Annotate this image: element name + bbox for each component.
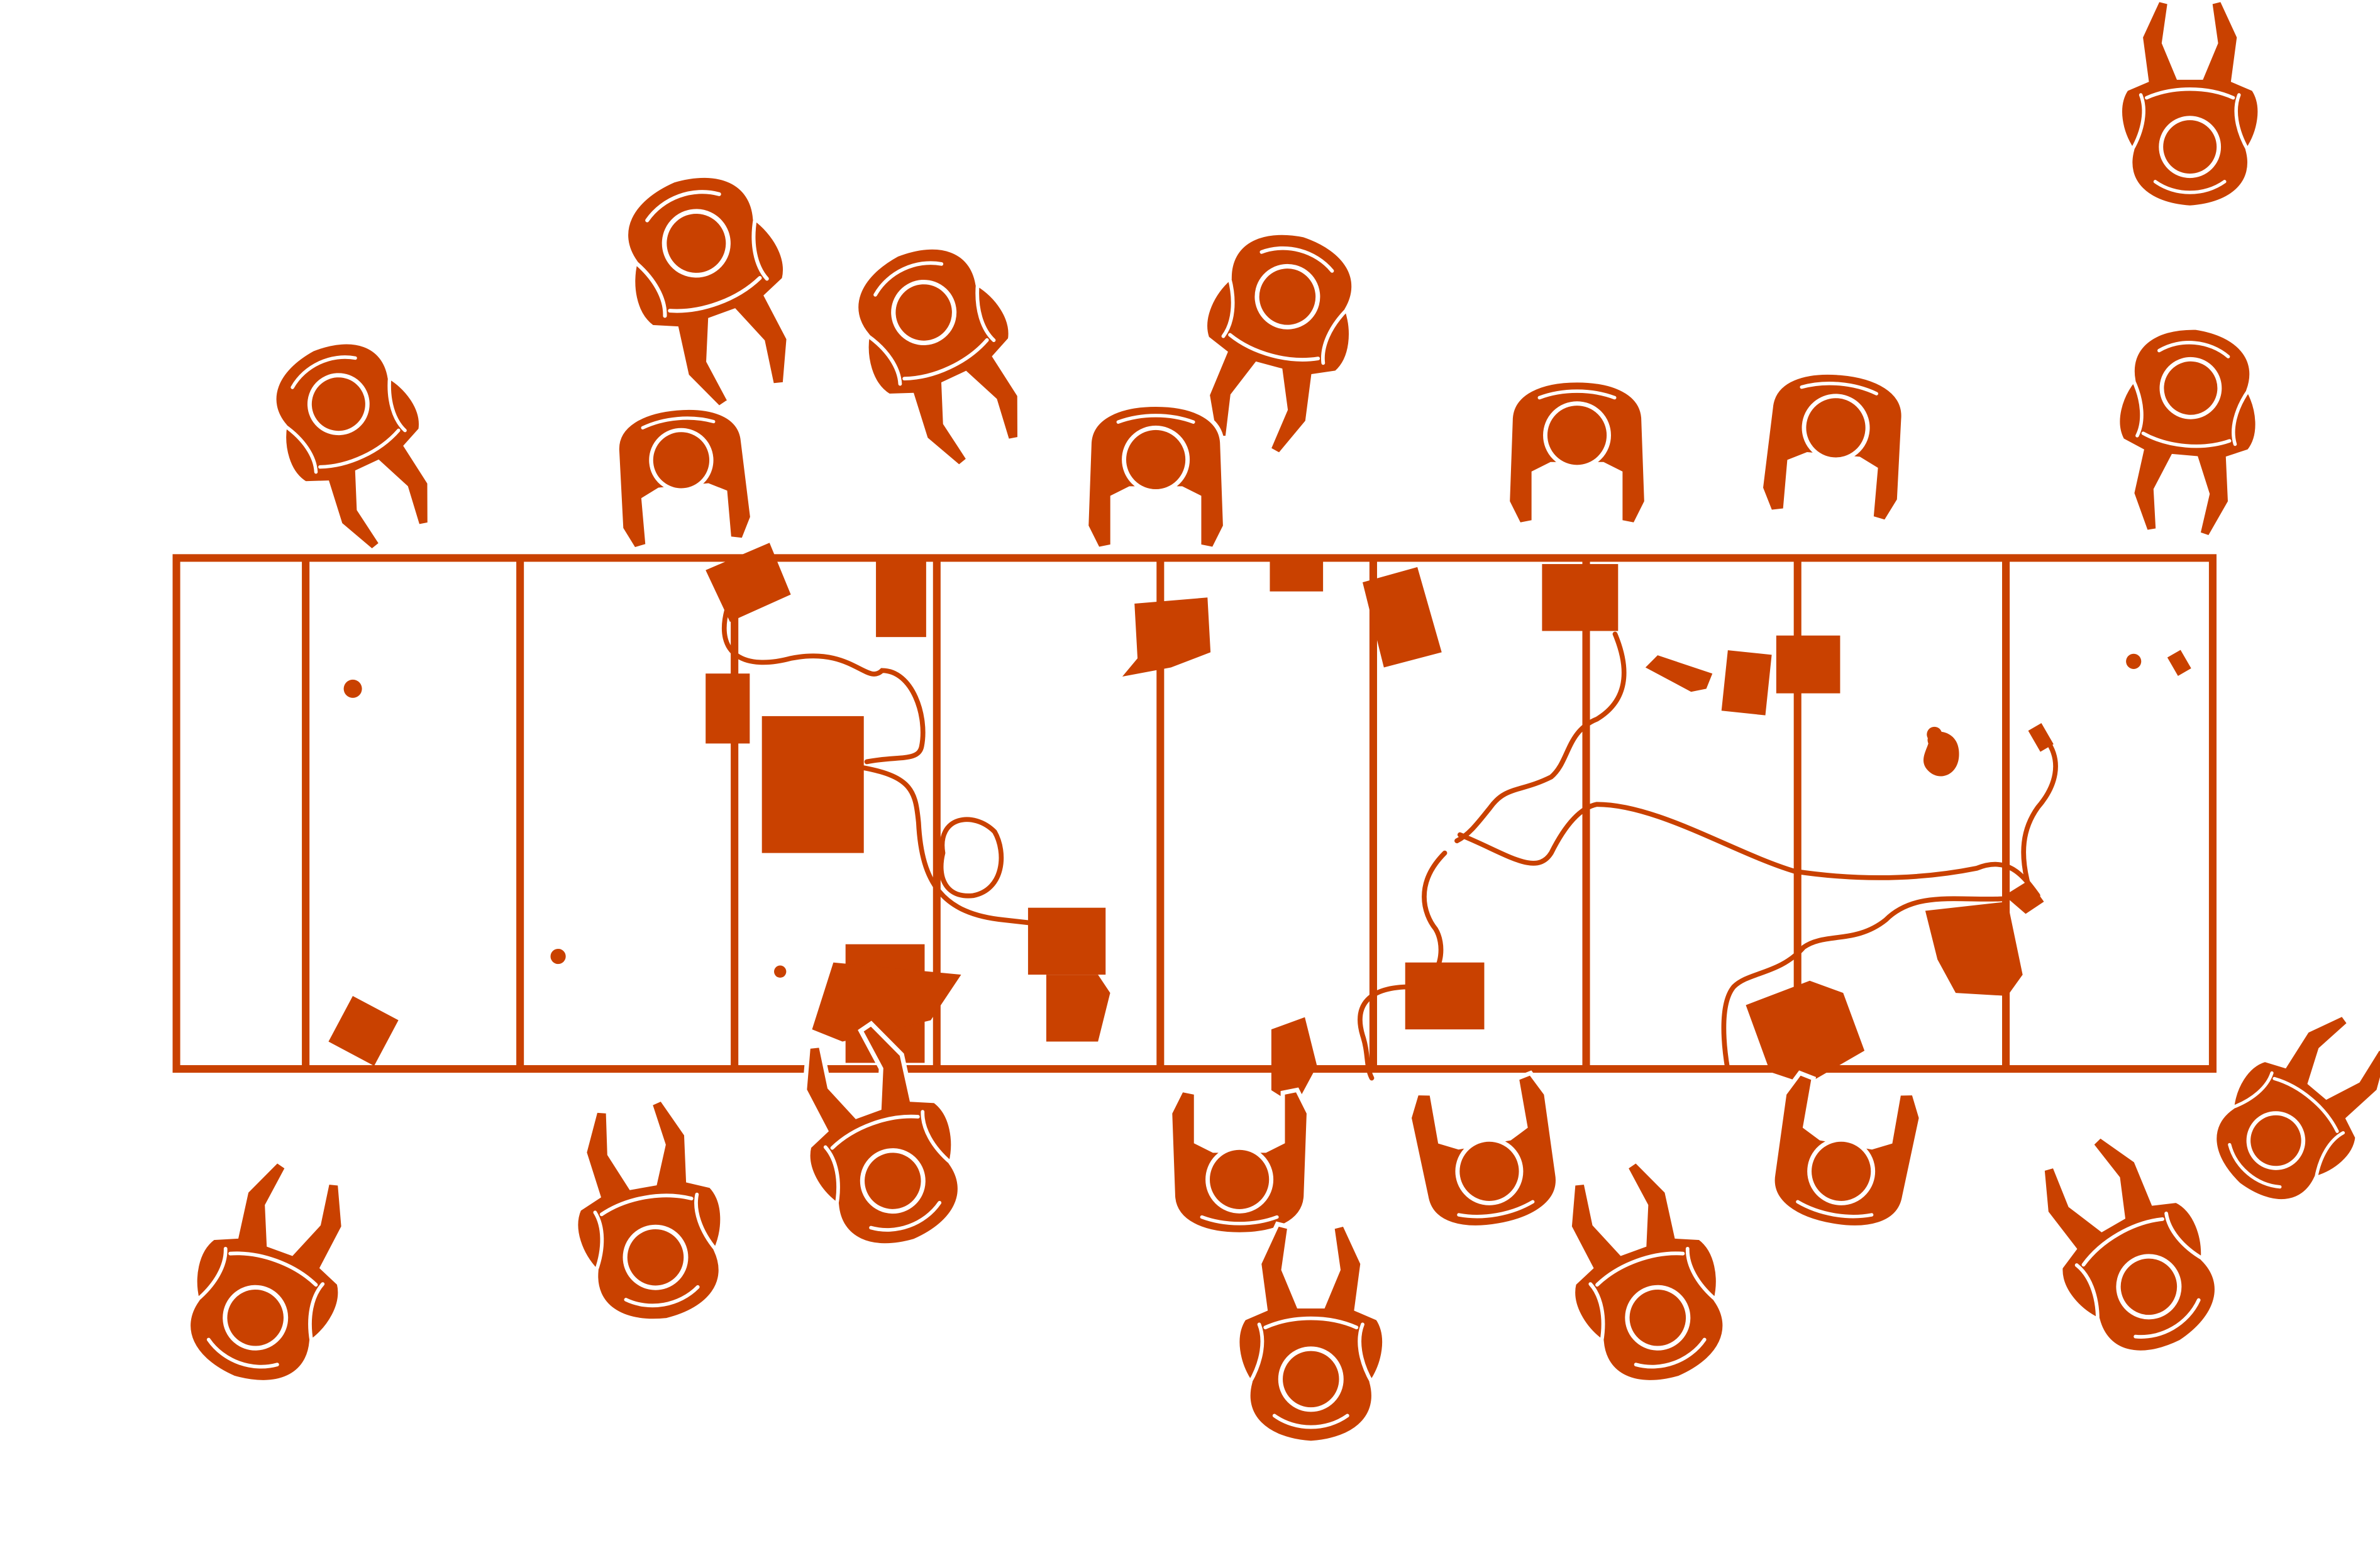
- person-leaning-on-table: [1170, 1090, 1309, 1234]
- notebook: [1363, 567, 1442, 668]
- device: [2028, 722, 2054, 752]
- laptop: [1925, 901, 2023, 996]
- cables: [721, 607, 2058, 1081]
- laptop: [1405, 962, 1485, 1030]
- person-top-view: [165, 1147, 378, 1403]
- person-leaning-on-table: [1508, 380, 1647, 525]
- person-top-view: [250, 319, 464, 567]
- device: [2167, 650, 2191, 676]
- person-top-view: [2008, 1115, 2245, 1379]
- person-top-view: [1237, 1224, 1385, 1443]
- person-leaning-on-table: [1087, 405, 1226, 550]
- document: [328, 995, 399, 1066]
- people: [165, 0, 2380, 1443]
- phone: [2004, 880, 2044, 914]
- person-leaning-on-table: [1405, 1071, 1567, 1237]
- document: [1046, 975, 1110, 1042]
- laptop: [1746, 980, 1865, 1085]
- laptop: [1122, 597, 1211, 677]
- person-leaning-on-table: [1763, 1071, 1925, 1237]
- document: [876, 558, 926, 638]
- document: [1271, 1017, 1317, 1106]
- table-items: [328, 543, 2191, 1106]
- document: [706, 673, 750, 744]
- phone: [1645, 655, 1713, 692]
- person-top-view: [2108, 321, 2266, 541]
- person-top-view: [601, 154, 824, 423]
- laptop: [706, 543, 791, 622]
- marker: [1927, 726, 1942, 743]
- person-top-view: [556, 1092, 739, 1333]
- document: [1270, 558, 1324, 592]
- marker: [550, 948, 566, 965]
- person-leaning-on-table: [611, 402, 754, 550]
- marker: [774, 965, 787, 978]
- marker: [2126, 653, 2142, 669]
- person-top-view: [771, 1010, 984, 1266]
- person-top-view: [2188, 991, 2380, 1227]
- document: [1721, 650, 1772, 716]
- laptop: [1027, 907, 1106, 975]
- mug: [1923, 731, 1959, 777]
- person-top-view: [2120, 0, 2260, 207]
- marker: [343, 679, 362, 698]
- document: [1542, 564, 1619, 631]
- document: [1776, 635, 1840, 694]
- document: [761, 716, 864, 853]
- document: [812, 962, 961, 1042]
- person-leaning-on-table: [1759, 367, 1910, 523]
- person-top-view: [830, 223, 1056, 484]
- person-top-view: [1536, 1147, 1749, 1403]
